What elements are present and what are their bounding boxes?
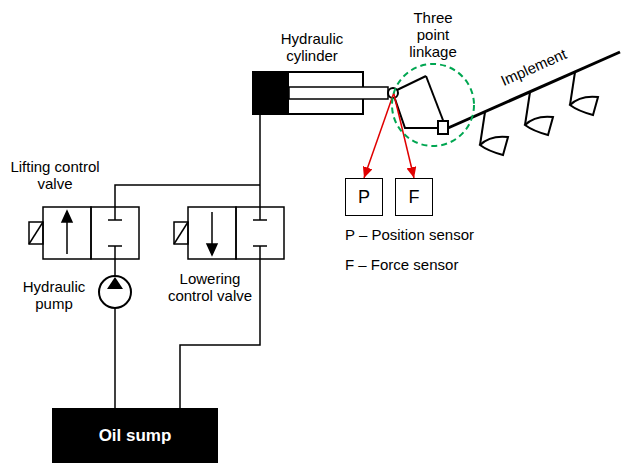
blocked-port bbox=[253, 219, 267, 221]
flow-arrow bbox=[211, 212, 213, 246]
valve-label: Lifting control valve bbox=[8, 158, 102, 192]
sensor-box: P bbox=[345, 178, 383, 216]
component-label: Hydraulic cylinder bbox=[262, 30, 362, 64]
sensor-legend: F – Force sensor bbox=[345, 256, 545, 273]
sensor-legend: P – Position sensor bbox=[345, 226, 545, 243]
hydraulic-lines bbox=[115, 114, 260, 408]
pump-line bbox=[114, 259, 116, 276]
plough-bottom bbox=[480, 137, 508, 155]
sump-label: Oil sump bbox=[99, 426, 172, 446]
implement-label: Implement bbox=[498, 41, 578, 89]
valve-square bbox=[43, 207, 91, 259]
piston-rod bbox=[289, 87, 388, 99]
pressure-line bbox=[115, 185, 260, 207]
dashed-ellipse bbox=[392, 64, 474, 146]
blocked-port bbox=[259, 246, 261, 259]
suction-line bbox=[114, 308, 116, 408]
blocked-port bbox=[114, 246, 116, 259]
flow-arrow bbox=[66, 220, 68, 254]
plough-bottom bbox=[570, 97, 598, 115]
valve-square bbox=[236, 207, 284, 259]
valve-square bbox=[188, 207, 236, 259]
valve-label: Lowering control valve bbox=[163, 270, 257, 304]
pump-label: Hydraulic pump bbox=[12, 278, 96, 312]
blocked-port bbox=[253, 245, 267, 247]
blocked-port bbox=[114, 207, 116, 220]
blocked-port bbox=[259, 207, 261, 220]
lowering-valve-symbol bbox=[174, 207, 284, 259]
blocked-port bbox=[108, 219, 122, 221]
linkage-drawing bbox=[395, 76, 448, 134]
solenoid bbox=[29, 222, 43, 244]
linkage-label: Three point linkage bbox=[401, 9, 465, 60]
cylinder-head bbox=[253, 72, 289, 114]
plough-shank bbox=[525, 92, 530, 125]
sensor-arrow bbox=[394, 93, 414, 178]
solenoid-mark bbox=[29, 222, 43, 244]
arrow-head bbox=[207, 244, 217, 255]
linkage-outline bbox=[390, 62, 476, 148]
hitch bbox=[438, 121, 448, 134]
pressure-line bbox=[259, 114, 261, 207]
pump-symbol bbox=[99, 276, 131, 308]
plough-shank bbox=[480, 112, 485, 145]
sensor-box: F bbox=[395, 178, 433, 216]
oil-sump: Oil sump bbox=[52, 408, 218, 463]
plough-bottom bbox=[525, 117, 553, 135]
arrow-head bbox=[62, 211, 72, 222]
lifting-valve-symbol bbox=[29, 207, 139, 259]
sensor-letter: P bbox=[358, 187, 370, 208]
plough-shank bbox=[570, 72, 575, 105]
top-link bbox=[397, 76, 426, 90]
linkage-region: Three point linkage bbox=[390, 62, 476, 148]
pump-triangle bbox=[107, 277, 123, 289]
blocked-port bbox=[108, 245, 122, 247]
sensor-letter: F bbox=[409, 187, 420, 208]
solenoid bbox=[174, 222, 188, 244]
sensor-arrow bbox=[364, 93, 394, 178]
solenoid-mark bbox=[174, 222, 188, 244]
valve-square bbox=[91, 207, 139, 259]
